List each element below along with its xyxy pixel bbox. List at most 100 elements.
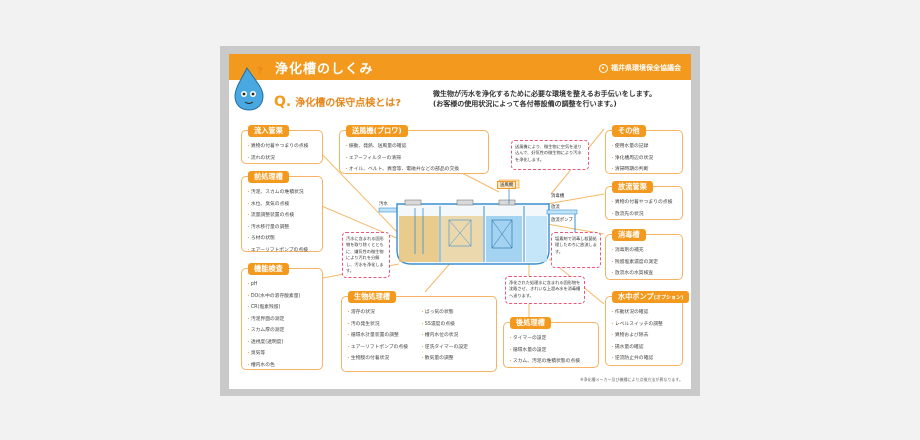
water-drop-mascot-icon: ? (234, 66, 264, 111)
list-item: 異物の付着やつまりの点検 (246, 141, 309, 153)
list-item: エアーリフトポンプの点検 (246, 245, 308, 257)
footnote: ※浄化槽メーカー及び機種により点検方法が異なります。 (580, 377, 683, 382)
list-item: エアーフィルターの清掃 (344, 153, 459, 165)
box-blower: 送風機(ブロワ) 振動、発熱、送風量の確認 エアーフィルターの清掃 オイル、ベル… (339, 125, 489, 176)
box-pretreat-list: 汚泥、スカムの堆積状況 水位、臭気の点検 流量調整装置の点検 汚水移行量の調整 … (246, 187, 308, 256)
box-post-treatment: 後処理槽 タイマーの設定 循環水量の設定 スカム、汚泥の堆積状態の点検 (503, 317, 599, 368)
list-item: レベルスイッチの調整 (610, 319, 663, 331)
intro-line-1: 微生物が汚水を浄化するために必要な環境を整えるお手伝いをします。 (433, 90, 657, 98)
list-item: DO(水中の溶存酸素量) (246, 291, 301, 303)
box-disinfect: 消毒槽 消毒剤の補充 残留塩素濃度の測定 放流水の水質検査 (605, 229, 683, 280)
svg-text:?: ? (257, 66, 263, 77)
box-outflow-list: 異物の付着やつまりの点検 放流先の状況 (610, 197, 673, 221)
list-item: 振動、発熱、送風量の確認 (344, 141, 459, 153)
list-item: 放流水の水質検査 (610, 268, 658, 280)
list-item: 透視度(透明度) (246, 337, 300, 349)
list-item: 生物膜の付着状況 (346, 353, 408, 365)
disinfect-label: 消毒槽 (551, 194, 565, 199)
blower-label: 送風機 (497, 181, 517, 189)
box-bio-list-1: 溶存の状況 汚の発生状況 循環水計量装置の調整 エアーリフトポンプの点検 生物膜… (346, 307, 408, 365)
box-pump-title: 水中ポンプ(オプション) (612, 291, 690, 303)
list-item: ろ材の状態 (246, 233, 308, 245)
box-outflow: 放流管渠 異物の付着やつまりの点検 放流先の状況 (605, 181, 683, 221)
box-other-title: その他 (612, 125, 646, 137)
question-heading: Q. 浄化槽の保守点検とは? (274, 94, 401, 110)
list-item: 水位、臭気の点検 (246, 199, 308, 211)
list-item: 清掃時期の判断 (610, 164, 653, 176)
list-item: 汚の発生状況 (346, 319, 408, 331)
list-item: ばっ気の状態 (420, 307, 468, 319)
box-inflow: 流入管渠 異物の付着やつまりの点検 流れの状況 (241, 125, 323, 165)
box-pump-title-text: 水中ポンプ (618, 292, 654, 301)
box-pretreat: 前処理槽 汚泥、スカムの堆積状況 水位、臭気の点検 流量調整装置の点検 汚水移行… (241, 171, 323, 253)
list-item: SS濃度の点検 (420, 319, 468, 331)
list-item: 散気量の調整 (420, 353, 468, 365)
list-item: オイル、ベルト、異音等、電磁弁などの部品の交換 (344, 164, 459, 176)
organization-logo: 福井県環境保全協議会 (599, 63, 681, 73)
box-pump-list: 作動状況の確認 レベルスイッチの調整 異物および除去 揚水量の確認 逆流防止弁の… (610, 307, 663, 365)
box-bio-title: 生物処理槽 (348, 291, 396, 303)
box-bio-columns: 溶存の状況 汚の発生状況 循環水計量装置の調整 エアーリフトポンプの点検 生物膜… (346, 307, 468, 365)
intro-line-2: (お客様の使用状況によって各付帯設備の調整を行います。) (433, 100, 617, 108)
note-pretreatment: 汚水に含まれる固形物を取り除くとともに、嫌気性の微生物により汚れを分解し、汚水を… (342, 232, 390, 278)
list-item: 作動状況の確認 (610, 307, 663, 319)
note-disinfection: 塩素剤で消毒し殺菌処理したのちに放流します。 (551, 232, 601, 268)
question-text: 浄化槽の保守点検とは? (295, 98, 402, 109)
list-item: スカム、汚泥の堆積状態の点検 (508, 356, 580, 368)
list-item: 汚泥、スカムの堆積状況 (246, 187, 308, 199)
poster-header: 浄化槽のしくみ 福井県環境保全協議会 (229, 54, 691, 80)
box-post-list: タイマーの設定 循環水量の設定 スカム、汚泥の堆積状態の点検 (508, 333, 580, 368)
list-item: エアーリフトポンプの点検 (346, 342, 408, 354)
box-bio-list-2: ばっ気の状態 SS濃度の点検 槽内水位の状況 逆洗タイマーの設定 散気量の調整 (420, 307, 468, 365)
box-pump: 水中ポンプ(オプション) 作動状況の確認 レベルスイッチの調整 異物および除去 … (605, 291, 690, 366)
box-function-test: 機能検査 pH DO(水中の溶存酸素量) CR(塩素残留) 汚泥界面の測定 スカ… (241, 263, 323, 372)
organization-mark-icon (599, 63, 608, 73)
box-function-title: 機能検査 (248, 263, 289, 275)
list-item: 流量調整装置の点検 (246, 210, 308, 222)
list-item: 消毒剤の補充 (610, 245, 658, 257)
list-item: 循環水計量装置の調整 (346, 330, 408, 342)
list-item: 異物および除去 (610, 330, 663, 342)
list-item: 循環水量の設定 (508, 345, 580, 357)
list-item: タイマーの設定 (508, 333, 580, 345)
intro-text: 微生物が汚水を浄化するために必要な環境を整えるお手伝いをします。 (お客様の使用… (433, 89, 656, 109)
pump-label: 放流ポンプ (551, 218, 573, 223)
list-item: 槽内水の色 (246, 360, 300, 372)
list-item: 汚水移行量の調整 (246, 222, 308, 234)
list-item: CR(塩素残留) (246, 302, 300, 314)
box-function-list: pH DO(水中の溶存酸素量) CR(塩素残留) 汚泥界面の測定 スカム厚の測定… (246, 279, 301, 372)
box-post-title: 後処理槽 (510, 317, 551, 329)
list-item: 槽内水位の状況 (420, 330, 468, 342)
list-item: 異物の付着やつまりの点検 (610, 197, 673, 209)
list-item: 使用水量の記録 (610, 141, 653, 153)
box-pretreat-title: 前処理槽 (248, 171, 289, 183)
list-item: スカム厚の測定 (246, 325, 300, 337)
list-item: pH (246, 279, 300, 291)
inflow-label: 汚水 (379, 202, 388, 207)
box-disinfect-list: 消毒剤の補充 残留塩素濃度の測定 放流水の水質検査 (610, 245, 658, 280)
question-mark: Q. (274, 94, 292, 110)
box-blower-list: 振動、発熱、送風量の確認 エアーフィルターの清掃 オイル、ベルト、異音等、電磁弁… (344, 141, 459, 176)
list-item: 汚泥界面の測定 (246, 314, 300, 326)
box-bio-treatment: 生物処理槽 溶存の状況 汚の発生状況 循環水計量装置の調整 エアーリフトポンプの… (341, 291, 497, 372)
list-item: 浄化槽周辺の状況 (610, 153, 653, 165)
box-other: その他 使用水量の記録 浄化槽周辺の状況 清掃時期の判断 (605, 125, 683, 176)
list-item: 放流先の状況 (610, 209, 672, 221)
box-blower-title: 送風機(ブロワ) (346, 125, 408, 137)
organization-name: 福井県環境保全協議会 (611, 64, 681, 72)
box-disinfect-title: 消毒槽 (612, 229, 646, 241)
poster-title: 浄化槽のしくみ (275, 62, 374, 77)
box-inflow-list: 異物の付着やつまりの点検 流れの状況 (246, 141, 309, 165)
box-other-list: 使用水量の記録 浄化槽周辺の状況 清掃時期の判断 (610, 141, 653, 176)
list-item: 臭気等 (246, 348, 300, 360)
box-outflow-title: 放流管渠 (612, 181, 653, 193)
box-inflow-title: 流入管渠 (248, 125, 289, 137)
note-aeration: 送風機により、微生物に空気を送り込んで、好気性の微生物により汚水を浄化します。 (511, 140, 589, 170)
box-pump-badge: (オプション) (653, 295, 684, 301)
list-item: 流れの状況 (246, 153, 308, 165)
list-item: 溶存の状況 (346, 307, 408, 319)
note-post-treatment: 浄化された処理水に含まれる固形物を沈殿させ、きれいな上澄み水を消毒槽へ送ります。 (505, 276, 585, 304)
list-item: 揚水量の確認 (610, 342, 663, 354)
outflow-label: 放流 (551, 205, 560, 210)
list-item: 逆流防止弁の確認 (610, 353, 663, 365)
